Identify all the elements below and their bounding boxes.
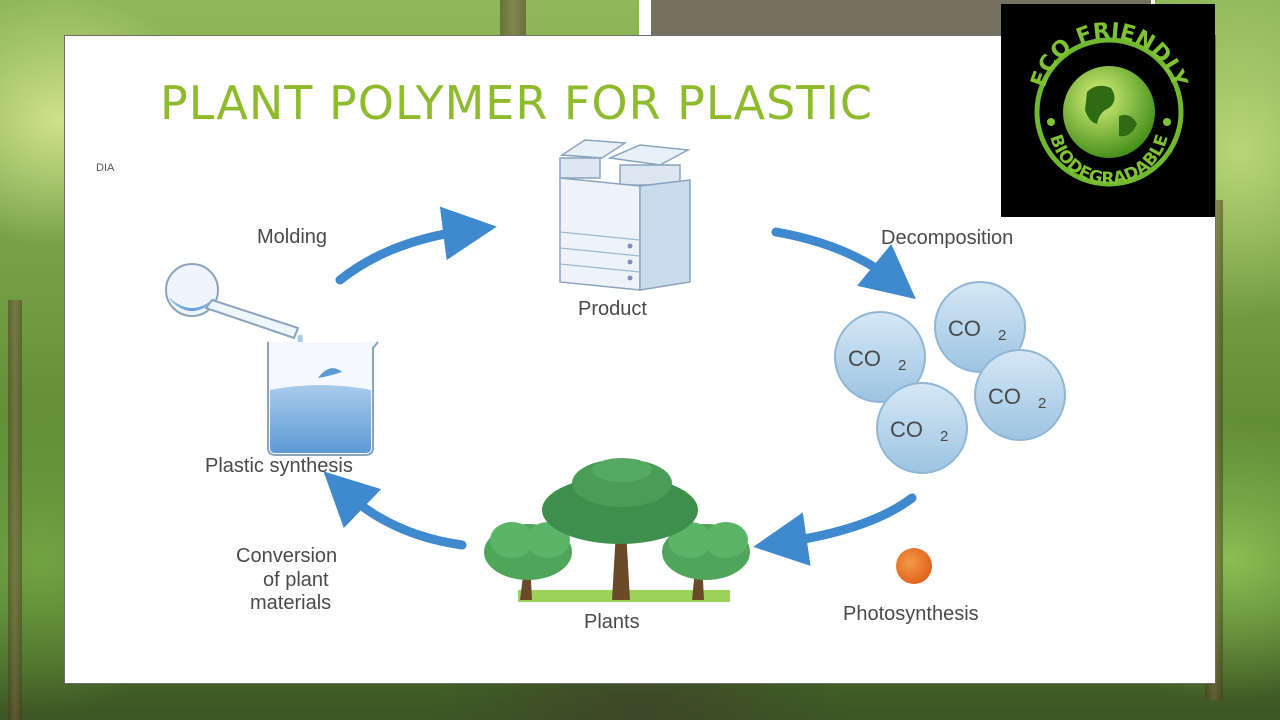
svg-text:2: 2 <box>1038 395 1046 412</box>
tree-trunk <box>8 300 22 720</box>
arrow-photosynthesis-to-plants <box>753 493 917 566</box>
svg-text:2: 2 <box>898 357 906 374</box>
co2-bubble: CO 2 <box>876 382 968 474</box>
svg-text:2: 2 <box>940 428 948 445</box>
svg-text:CO: CO <box>890 417 923 442</box>
label-plants: Plants <box>584 611 640 633</box>
svg-text:2: 2 <box>998 327 1006 344</box>
label-plastic-synthesis: Plastic synthesis <box>205 455 353 477</box>
label-product: Product <box>578 298 647 320</box>
eco-friendly-logo: ECO FRIENDLY BIODEGRADABLE <box>1001 4 1215 217</box>
slide-title: PLANT POLYMER FOR PLASTIC <box>160 76 874 130</box>
body-text: DIA <box>96 162 115 174</box>
label-decomposition: Decomposition <box>881 227 1013 249</box>
arrow-molding-to-product <box>335 206 497 285</box>
label-conversion-line-3: materials <box>250 592 331 614</box>
trees-icon <box>484 458 750 602</box>
arrow-product-to-decomposition <box>771 227 916 300</box>
flask-and-beaker-icon <box>165 263 379 456</box>
label-conversion-line-2: of plant <box>263 569 329 591</box>
eco-friendly-badge-icon: ECO FRIENDLY BIODEGRADABLE <box>1027 19 1192 190</box>
label-photosynthesis: Photosynthesis <box>843 603 979 625</box>
co2-bubble: CO 2 <box>934 281 1026 373</box>
svg-text:CO: CO <box>848 346 881 371</box>
co2-bubble: CO 2 <box>834 311 926 403</box>
svg-text:CO: CO <box>948 316 981 341</box>
co2-bubbles: CO 2 CO 2 CO 2 CO 2 <box>834 281 1066 474</box>
sun-icon <box>896 548 932 584</box>
co2-bubble: CO 2 <box>974 349 1066 441</box>
svg-text:CO: CO <box>988 384 1021 409</box>
label-conversion-line-1: Conversion <box>236 545 337 567</box>
arrow-plants-to-synthesis <box>323 471 467 550</box>
product-icon <box>559 139 691 291</box>
slide-number: 16 <box>659 34 674 49</box>
label-molding: Molding <box>257 226 327 248</box>
